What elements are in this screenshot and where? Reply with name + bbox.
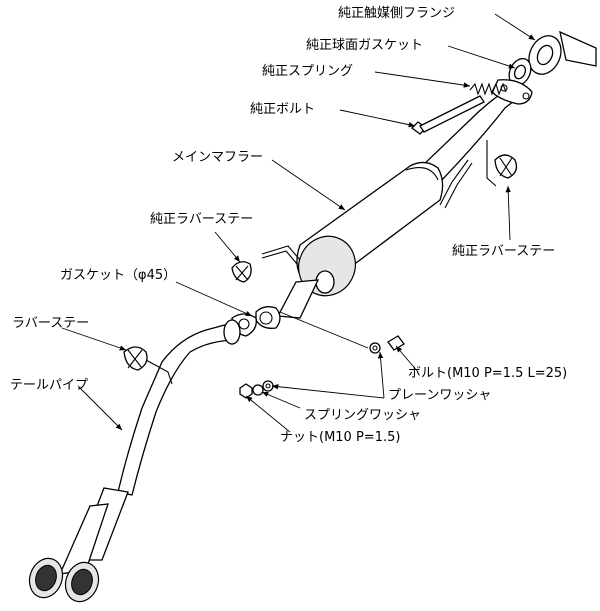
right-hanger: [439, 140, 518, 209]
label-rubber-stay: ラバーステー: [12, 316, 90, 331]
left-hanger: [231, 245, 301, 283]
leader-lines: [61, 13, 536, 433]
label-bolt-spec: ボルト(M10 P=1.5 L=25): [408, 366, 568, 381]
fastener-set: [239, 335, 405, 399]
cat-side-flange: [528, 35, 562, 75]
label-main-muffler: メインマフラー: [172, 150, 264, 165]
label-gasket: ガスケット（φ45）: [60, 268, 177, 283]
label-ball-gasket: 純正球面ガスケット: [306, 38, 424, 53]
label-tail-pipe: テールパイプ: [10, 378, 89, 393]
connecting-pipe: [231, 279, 320, 337]
label-rubber-stay-left: 純正ラバーステー: [150, 212, 254, 227]
label-oem-bolt: 純正ボルト: [250, 102, 316, 117]
label-oem-spring: 純正スプリング: [262, 64, 354, 79]
oem-spring: [469, 82, 507, 96]
oem-bolt: [411, 95, 485, 135]
label-spring-washer: スプリングワッシャ: [304, 408, 422, 423]
label-rubber-stay-right: 純正ラバーステー: [452, 244, 556, 259]
tail-rubber-stay: [123, 346, 173, 385]
label-nut-spec: ナット(M10 P=1.5): [280, 430, 401, 445]
label-plain-washer: プレーンワッシャ: [388, 388, 492, 403]
tail-pipe: [28, 319, 241, 603]
label-cat-side-flange: 純正触媒側フランジ: [338, 6, 456, 21]
